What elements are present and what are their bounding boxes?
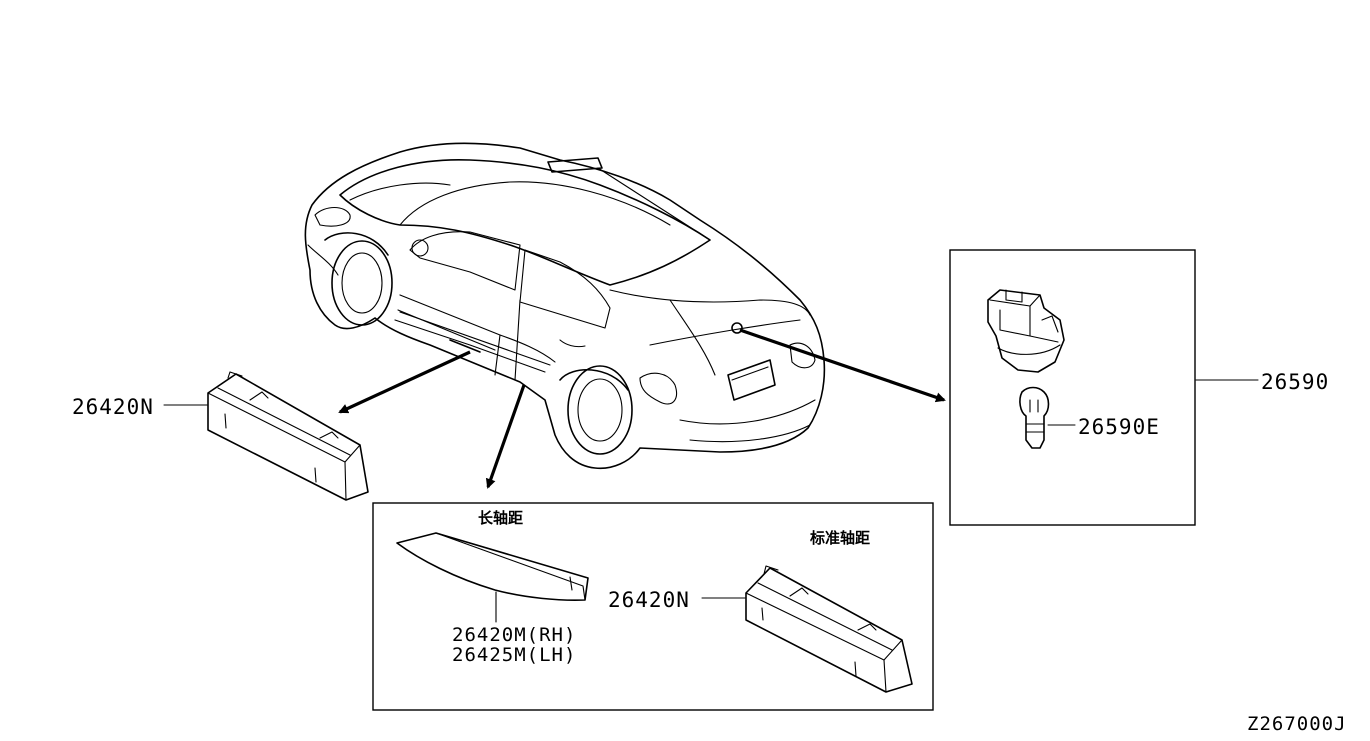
car-illustration bbox=[304, 142, 826, 470]
callout-26420n-left: 26420N bbox=[72, 395, 154, 419]
step-lamp-left bbox=[207, 371, 369, 501]
sill-lamp-location bbox=[449, 339, 481, 353]
bulb bbox=[1019, 386, 1050, 449]
arrow-to-wheelbase-box bbox=[485, 384, 526, 489]
arrow-to-left-lamp bbox=[338, 350, 471, 414]
callout-26425m-lh: 26425M(LH) bbox=[452, 644, 576, 666]
trunk-lamp-location bbox=[731, 322, 743, 334]
long-wheelbase-lamp bbox=[396, 532, 589, 601]
callout-26420m-rh: 26420M(RH) bbox=[452, 624, 576, 646]
lamp-socket bbox=[987, 289, 1065, 373]
label-standard-wheelbase: 标准轴距 bbox=[809, 529, 870, 547]
callout-26590: 26590 bbox=[1261, 370, 1329, 394]
diagram-code: Z267000J bbox=[1247, 713, 1347, 735]
high-mount-lamp bbox=[547, 157, 603, 173]
arrow-to-lamp-box bbox=[739, 328, 946, 403]
wheelbase-variants-box bbox=[372, 502, 934, 711]
callout-26590e: 26590E bbox=[1078, 415, 1160, 439]
label-long-wheelbase: 长轴距 bbox=[478, 509, 523, 527]
callout-26420n-standard: 26420N bbox=[608, 588, 690, 612]
standard-wheelbase-lamp bbox=[745, 565, 913, 693]
lamp-assembly-box bbox=[949, 249, 1196, 526]
